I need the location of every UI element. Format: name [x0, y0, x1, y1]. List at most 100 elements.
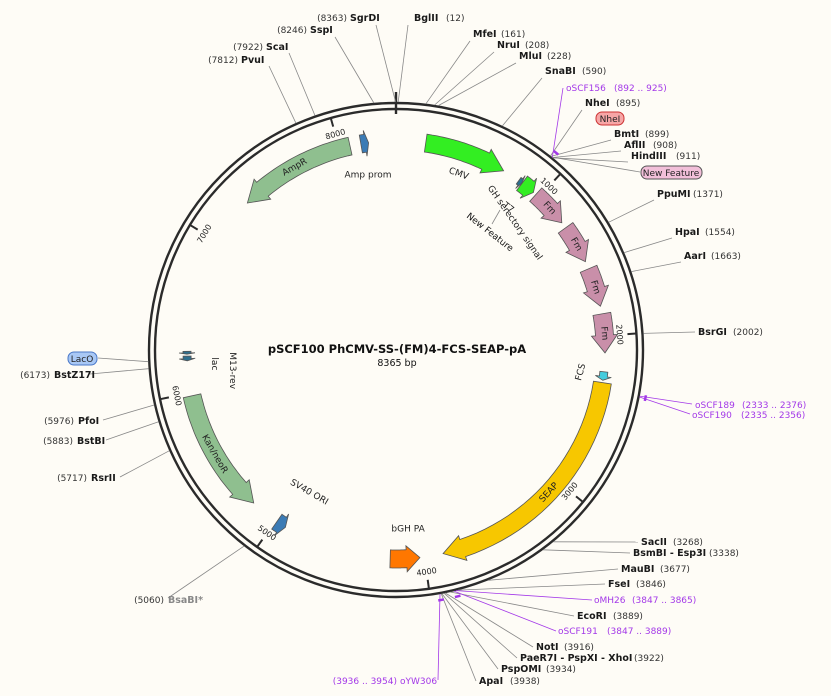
site-leader-line [450, 591, 575, 617]
feature-gh-serectory-signal-arrow[interactable] [516, 175, 537, 199]
primer-omh26-mark[interactable] [454, 594, 461, 599]
site-leader-line [639, 396, 691, 415]
primer-oscf191[interactable]: oSCF191 (3847 .. 3889) [558, 627, 671, 637]
feature-fm-arrow[interactable] [579, 264, 610, 307]
primer-omh26[interactable]: oMH26 (3847 .. 3865) [594, 596, 696, 606]
svg-text:(895): (895) [616, 99, 640, 109]
svg-text:PfoI: PfoI [78, 416, 99, 427]
site-bmti[interactable]: BmtI (899) [614, 129, 669, 140]
site-aari[interactable]: AarI (1663) [684, 251, 741, 262]
site-nrui[interactable]: NruI (208) [497, 40, 549, 51]
site-fsei[interactable]: FseI (3846) [608, 579, 666, 590]
site-rsrii[interactable]: (5717) RsrII [57, 473, 116, 484]
site-ppumi[interactable]: PpuMI (1371) [657, 189, 723, 200]
site-bstbi[interactable]: (5883) BstBI [43, 436, 105, 447]
site-pvui[interactable]: (7812) PvuI [208, 55, 264, 66]
site-leader-line [551, 87, 564, 158]
feature-t7-arrow[interactable] [515, 175, 526, 189]
site-ecori[interactable]: EcoRI (3889) [577, 611, 643, 622]
svg-text:(590): (590) [582, 67, 606, 77]
site-leader-line [501, 77, 543, 127]
feature-fm-arrow[interactable] [557, 222, 590, 263]
site-hindiii[interactable]: HindIII (911) [631, 151, 700, 162]
feature-fm-arrow[interactable] [529, 187, 563, 224]
primer-oscf156-mark[interactable] [553, 150, 560, 156]
site-paer7i-pspxi-xhoi[interactable]: PaeR7I - PspXI - XhoI (3922) [520, 653, 664, 664]
site-leader-line [167, 545, 245, 599]
new-feature-badge[interactable]: New Feature [640, 165, 703, 180]
svg-text:(3338): (3338) [709, 549, 739, 559]
site-noti[interactable]: NotI (3916) [536, 642, 594, 653]
site-leader-line [456, 590, 593, 601]
svg-text:MluI: MluI [519, 51, 542, 62]
site-maubi[interactable]: MauBI (3677) [621, 564, 690, 575]
nhei-feature-badge[interactable]: NheI [595, 111, 625, 126]
site-sspi[interactable]: (8246) SspI [277, 25, 333, 36]
site-pspomi[interactable]: PspOMI (3934) [501, 664, 576, 675]
site-scai[interactable]: (7922) ScaI [233, 42, 288, 53]
site-apai[interactable]: ApaI (3938) [479, 676, 540, 687]
primer-oscf156[interactable]: oSCF156 (892 .. 925) [566, 84, 667, 94]
site-leader-line [453, 590, 557, 632]
feature-sv40-ori-arrow[interactable] [271, 513, 289, 537]
site-bstz17i[interactable]: (6173) BstZ17I [20, 370, 95, 381]
site-hpai[interactable]: HpaI (1554) [675, 227, 735, 238]
primer-oscf189-mark[interactable] [643, 395, 648, 402]
feature-seap-arrow[interactable] [442, 380, 612, 561]
site-aflii[interactable]: AflII (908) [624, 140, 677, 151]
site-sacii[interactable]: SacII (3268) [641, 537, 703, 548]
site-pfoi[interactable]: (5976) PfoI [44, 416, 99, 427]
feature-m13-rev-arrow[interactable] [178, 350, 196, 355]
site-leader-line [434, 51, 495, 106]
svg-text:BmtI: BmtI [614, 129, 639, 140]
site-leader-line [268, 65, 297, 124]
svg-text:SspI: SspI [310, 25, 333, 36]
site-leader-line [437, 594, 441, 681]
site-leader-line [288, 52, 316, 116]
site-leader-line [639, 395, 693, 405]
site-bsrgi[interactable]: BsrGI (2002) [698, 327, 763, 338]
svg-text:SnaBI: SnaBI [545, 66, 576, 77]
tick-mark [159, 396, 170, 401]
svg-text:BglII: BglII [414, 13, 438, 24]
primer-oscf189[interactable]: oSCF189 (2333 .. 2376) [695, 401, 806, 411]
plasmid-title: pSCF100 PhCMV-SS-(FM)4-FCS-SEAP-pA [268, 342, 526, 356]
svg-text:BsaBI*: BsaBI* [168, 595, 203, 606]
svg-text:(899): (899) [645, 130, 669, 140]
primer-oscf190[interactable]: oSCF190 (2335 .. 2356) [692, 411, 805, 421]
feature-ampr-arrow[interactable] [246, 136, 353, 204]
primer-oyw306[interactable]: (3936 .. 3954) oYW306 [333, 677, 438, 687]
site-bglii[interactable]: BglII (12) [414, 13, 464, 24]
feature-bgh-pa-arrow[interactable] [389, 544, 421, 573]
site-bsmbi-esp3i[interactable]: BsmBI - Esp3I (3338) [633, 548, 739, 559]
svg-text:HpaI: HpaI [675, 227, 700, 238]
site-leader-line [487, 568, 619, 581]
feature-lac-arrow[interactable] [179, 355, 196, 362]
site-sgrdi[interactable]: (8363) SgrDI [317, 13, 380, 24]
site-mlui[interactable]: MluI (228) [519, 51, 571, 62]
site-leader-line [441, 593, 499, 670]
feature-cmv-arrow[interactable] [423, 133, 505, 174]
primer-oyw306-mark[interactable] [438, 598, 445, 602]
feature-bgh-pa-label: bGH PA [391, 524, 425, 534]
feature-fcs-arrow[interactable] [595, 370, 612, 381]
svg-text:(3934): (3934) [546, 665, 576, 675]
site-leader-line [457, 583, 606, 591]
feature-fm-label: Fm [588, 279, 602, 295]
tick-mark [426, 579, 430, 589]
svg-text:PpuMI: PpuMI [657, 189, 691, 200]
svg-text:PspOMI: PspOMI [501, 664, 541, 675]
svg-text:oYW306: oYW306 [400, 677, 437, 687]
site-mfei[interactable]: MfeI (161) [473, 29, 525, 40]
feature-kan-neor-arrow[interactable] [182, 393, 255, 504]
feature-amp-prom-arrow[interactable] [358, 130, 370, 157]
svg-text:FseI: FseI [608, 579, 630, 590]
feature-fm-arrow[interactable] [590, 311, 619, 354]
svg-text:MauBI: MauBI [621, 564, 654, 575]
svg-text:HindIII: HindIII [631, 151, 666, 162]
laco-feature-badge[interactable]: LacO [67, 351, 98, 366]
site-nhei[interactable]: NheI (895) [585, 98, 640, 109]
site-bsabi[interactable]: (5060) BsaBI* [134, 595, 203, 606]
site-snabi[interactable]: SnaBI (590) [545, 66, 606, 77]
